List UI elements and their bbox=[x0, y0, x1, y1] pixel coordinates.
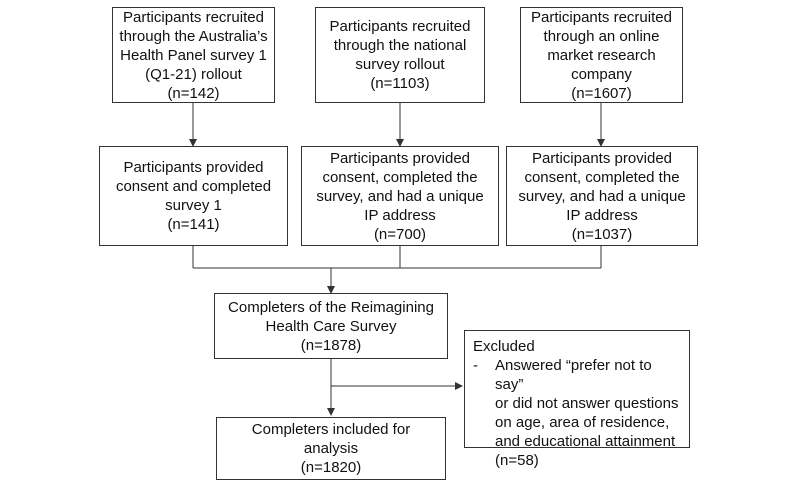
recruit-box-2-line-2: through the national bbox=[333, 37, 467, 54]
recruit-box-3-line-3: market research bbox=[547, 46, 656, 64]
consent-box-2-line-2: consent, completed the bbox=[322, 168, 478, 186]
recruit-box-3-line-2: through an online bbox=[543, 27, 660, 45]
consent-box-2-line-1: Participants provided bbox=[329, 149, 471, 167]
consent-box-1-line-3: survey 1 bbox=[165, 197, 222, 214]
consent-box-2-count: (n=700) bbox=[373, 225, 427, 243]
excluded-line-3: on age, area of residence, bbox=[495, 414, 670, 431]
recruit-box-3-line-1: Participants recruited bbox=[531, 8, 672, 26]
completers-count: (n=1878) bbox=[300, 336, 362, 354]
recruit-box-2-line-3: survey rollout bbox=[355, 56, 445, 73]
excluded-bullet: - bbox=[473, 357, 478, 374]
consent-box-2: Participants provided consent, completed… bbox=[301, 146, 499, 246]
completers-line-2: Health Care Survey bbox=[265, 317, 397, 335]
consent-box-3-line-1: Participants provided bbox=[531, 149, 673, 167]
excluded-line-1: Answered “prefer not to say” bbox=[495, 357, 652, 393]
recruit-box-3-line-4: company bbox=[571, 65, 632, 83]
excluded-count: (n=58) bbox=[495, 452, 539, 469]
recruit-box-2-line-1: Participants recruited bbox=[329, 18, 471, 35]
consent-box-1-line-1: Participants provided bbox=[123, 159, 264, 176]
excluded-reason: - Answered “prefer not to say” or did no… bbox=[473, 356, 681, 451]
consent-box-3: Participants provided consent, completed… bbox=[506, 146, 698, 246]
recruit-box-1-line-4: (Q1-21) rollout bbox=[145, 65, 242, 83]
recruit-box-1-line-2: through the Australia’s bbox=[119, 27, 268, 45]
consent-box-1: Participants provided consent and comple… bbox=[99, 146, 288, 246]
consent-box-3-line-4: IP address bbox=[566, 206, 638, 224]
included-line-2: analysis bbox=[303, 440, 359, 457]
consent-box-3-count: (n=1037) bbox=[571, 225, 633, 243]
consent-box-3-line-3: survey, and had a unique bbox=[518, 187, 686, 205]
excluded-title: Excluded bbox=[473, 338, 535, 355]
consent-box-3-line-2: consent, completed the bbox=[524, 168, 680, 186]
recruit-box-1-count: (n=142) bbox=[167, 84, 220, 102]
included-count: (n=1820) bbox=[300, 459, 362, 476]
excluded-box: Excluded - Answered “prefer not to say” … bbox=[464, 330, 690, 469]
consent-box-2-line-4: IP address bbox=[364, 206, 436, 224]
recruit-box-3-count: (n=1607) bbox=[571, 84, 632, 102]
completers-line-1: Completers of the Reimagining bbox=[228, 298, 434, 316]
consent-box-1-line-2: consent and completed bbox=[115, 178, 272, 195]
recruit-box-2: Participants recruited through the natio… bbox=[315, 7, 485, 103]
consent-box-1-count: (n=141) bbox=[167, 216, 220, 233]
recruit-box-1-line-3: Health Panel survey 1 bbox=[120, 46, 267, 64]
included-box: Completers included for analysis (n=1820… bbox=[216, 417, 446, 480]
recruit-box-1-line-1: Participants recruited bbox=[123, 8, 264, 26]
recruit-box-1: Participants recruited through the Austr… bbox=[112, 7, 275, 103]
excluded-reason-text: Answered “prefer not to say” or did not … bbox=[495, 356, 681, 451]
excluded-line-2: or did not answer questions bbox=[495, 395, 679, 412]
consent-box-2-line-3: survey, and had a unique bbox=[316, 187, 484, 205]
recruit-box-3: Participants recruited through an online… bbox=[520, 7, 683, 103]
included-line-1: Completers included for bbox=[251, 421, 411, 438]
recruit-box-2-count: (n=1103) bbox=[370, 75, 430, 92]
completers-box: Completers of the Reimagining Health Car… bbox=[214, 293, 448, 359]
excluded-line-4: and educational attainment bbox=[495, 433, 676, 450]
